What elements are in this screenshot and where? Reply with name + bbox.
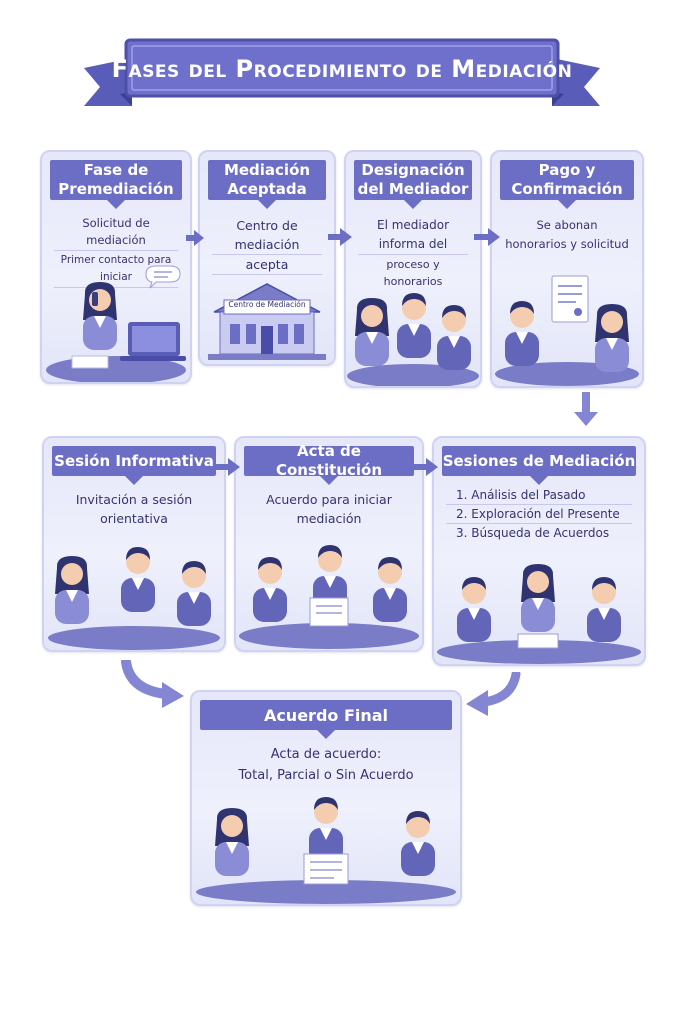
phase-line: mediación — [212, 235, 322, 255]
phase-title: Acuerdo Final — [200, 700, 452, 739]
phase-title: Sesión Informativa — [52, 446, 216, 485]
phase-steps: 1. Análisis del Pasado 2. Exploración de… — [440, 486, 638, 542]
arrow-right-icon — [328, 228, 352, 246]
phase-line: Acuerdo para iniciar — [266, 492, 392, 507]
phase-description: Acuerdo para iniciar mediación — [242, 490, 416, 528]
illustration-informative-session — [48, 547, 220, 650]
step-item: 2. Exploración del Presente — [446, 505, 632, 524]
phase-line: acepta — [212, 255, 322, 275]
illustration-building — [208, 283, 326, 360]
title-banner: Fases del Procedimiento de Mediación — [84, 34, 600, 112]
illustration-constitution-act — [239, 545, 419, 649]
illustration-payment — [495, 275, 639, 386]
document-icon — [309, 597, 349, 627]
phase-title: Acta de Constitución — [244, 442, 414, 485]
phase-line: Total, Parcial o Sin Acuerdo — [238, 768, 414, 783]
building-label: Centro de Mediación — [228, 300, 306, 309]
phone-icon — [92, 292, 98, 306]
phase-card-premediacion: Fase de Premediación Solicitud de mediac… — [40, 150, 192, 384]
phase-card-mediacion-aceptada: Mediación Aceptada Centro de mediación a… — [198, 150, 336, 366]
phase-card-sesion-informativa: Sesión Informativa Invitación a sesión o… — [42, 436, 226, 652]
phase-line: Invitación a sesión — [75, 492, 193, 507]
page-title: Fases del Procedimiento de Mediación — [111, 55, 573, 83]
phase-line: Se abonan — [536, 218, 598, 232]
phase-description: Acta de acuerdo: Total, Parcial o Sin Ac… — [198, 744, 454, 786]
phase-description: El mediador informa del proceso y honora… — [352, 216, 474, 291]
phase-line: orientativa — [100, 511, 168, 526]
illustration-phone-call — [46, 265, 186, 382]
phase-description: Se abonan honorarios y solicitud — [498, 216, 636, 254]
phase-card-designacion: Designación del Mediador El mediador inf… — [344, 150, 482, 388]
arrow-down-icon — [574, 392, 598, 426]
phase-line: Centro de — [236, 218, 298, 233]
arrow-right-icon — [214, 458, 240, 476]
phase-title: Fase de Premediación — [50, 160, 182, 209]
phase-description: Centro de mediación acepta — [206, 216, 328, 275]
phase-line: honorarios y solicitud — [505, 237, 629, 251]
phase-card-acuerdo-final: Acuerdo Final Acta de acuerdo: Total, Pa… — [190, 690, 462, 906]
phase-card-pago: Pago y Confirmación Se abonan honorarios… — [490, 150, 644, 388]
phase-description: Solicitud de mediación Primer contacto p… — [48, 214, 184, 288]
document-icon — [303, 853, 349, 885]
phase-line: mediación — [296, 511, 362, 526]
phase-title: Designación del Mediador — [354, 160, 472, 209]
phase-line: Solicitud de mediación — [54, 214, 178, 251]
phase-title: Mediación Aceptada — [208, 160, 326, 209]
illustration-mediation-sessions — [437, 564, 641, 664]
phase-line: Primer contacto para iniciar — [54, 251, 178, 288]
step-item: 3. Búsqueda de Acuerdos — [456, 526, 610, 540]
arrow-curved-icon — [121, 660, 184, 708]
phase-description: Invitación a sesión orientativa — [50, 490, 218, 528]
step-item: 1. Análisis del Pasado — [446, 486, 632, 505]
phase-line: El mediador — [377, 218, 449, 232]
phase-card-acta-constitucion: Acta de Constitución Acuerdo para inicia… — [234, 436, 424, 652]
banner-ribbon — [84, 38, 600, 106]
phase-title: Sesiones de Mediación — [442, 446, 636, 485]
arrow-right-icon — [410, 458, 438, 476]
phase-line: proceso y honorarios — [383, 258, 443, 288]
illustration-final-agreement — [196, 797, 456, 904]
phase-line: informa del — [358, 235, 468, 255]
arrow-right-icon — [186, 230, 204, 246]
phase-card-sesiones: Sesiones de Mediación 1. Análisis del Pa… — [432, 436, 646, 666]
arrow-curved-icon — [466, 672, 521, 716]
document-icon — [551, 275, 589, 323]
phase-line: Acta de acuerdo: — [270, 747, 382, 762]
arrow-right-icon — [474, 228, 500, 246]
phase-title: Pago y Confirmación — [500, 160, 634, 209]
illustration-mediator-meeting — [347, 293, 479, 386]
